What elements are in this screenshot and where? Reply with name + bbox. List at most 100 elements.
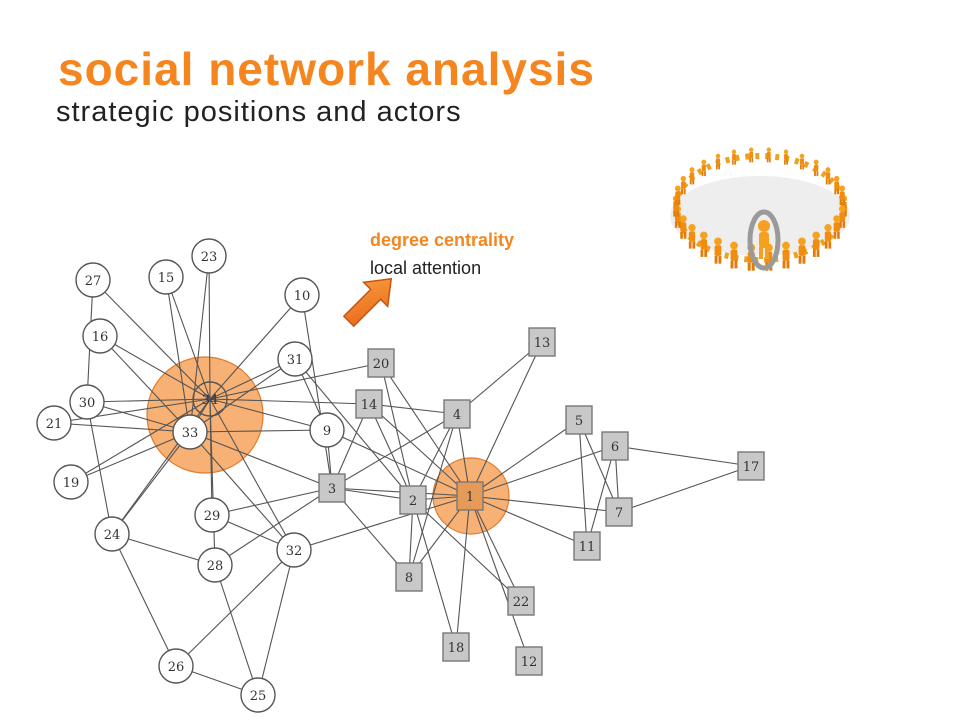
edge-1-20	[380, 362, 471, 497]
node-label-28: 28	[207, 559, 224, 574]
edge-1-32	[293, 495, 471, 551]
node-19: 19	[53, 464, 89, 500]
node-shape-15	[148, 259, 184, 295]
node-label-30: 30	[79, 396, 96, 411]
ring-person-icon	[824, 224, 832, 249]
node-11: 11	[573, 531, 601, 561]
node-shape-33	[172, 414, 208, 450]
node-shape-1	[456, 481, 484, 511]
edge-1-9	[326, 429, 471, 497]
ring-person-icon	[700, 231, 708, 257]
ring-person-icon	[766, 147, 771, 163]
node-label-33: 33	[182, 426, 199, 441]
ring-person-icon	[833, 175, 840, 195]
ring-person-icon	[782, 241, 790, 269]
node-30: 30	[69, 384, 105, 420]
node-16: 16	[82, 318, 118, 354]
ring-person-icon	[714, 237, 722, 264]
node-label-21: 21	[46, 417, 63, 432]
edge-15-33	[165, 276, 191, 433]
edge-4-14	[368, 403, 458, 415]
people-ring-illustration	[670, 147, 850, 271]
node-label-29: 29	[204, 509, 221, 524]
edge-19-33	[70, 431, 191, 483]
edge-3-8	[331, 487, 410, 578]
ring-person-icon	[679, 215, 687, 239]
node-label-27: 27	[85, 274, 102, 289]
node-24: 24	[94, 516, 130, 552]
edge-4-13	[456, 341, 543, 415]
node-29: 29	[194, 497, 230, 533]
node-label-34: 34	[202, 393, 219, 408]
ring-person-icon	[731, 149, 737, 165]
node-shape-34	[192, 381, 228, 417]
node-label-17: 17	[743, 460, 760, 475]
annotation-box: degree centrality local attention	[370, 226, 514, 282]
node-shape-32	[276, 532, 312, 568]
edge-1-7	[469, 495, 620, 513]
node-label-31: 31	[287, 353, 304, 368]
edge-9-33	[189, 429, 328, 433]
edge-32-34	[209, 398, 295, 551]
node-shape-31	[277, 341, 313, 377]
node-shape-8	[395, 562, 423, 592]
ring-person-icon	[783, 149, 789, 165]
ring-person-icon	[812, 231, 820, 257]
node-label-8: 8	[405, 571, 413, 586]
edge-21-34	[53, 398, 211, 424]
node-shape-22	[507, 586, 535, 616]
ring-person-icon	[749, 147, 754, 163]
orange-arrow-icon	[342, 277, 393, 328]
node-1: 1	[456, 481, 484, 511]
edge-3-4	[331, 413, 458, 489]
node-label-12: 12	[521, 655, 538, 670]
node-6: 6	[601, 431, 629, 461]
node-shape-23	[191, 238, 227, 274]
node-7: 7	[605, 497, 633, 527]
edge-30-33	[86, 401, 191, 433]
edge-24-26	[111, 533, 177, 667]
node-13: 13	[528, 327, 556, 357]
ring-person-icon	[838, 205, 846, 228]
node-shape-25	[240, 677, 276, 713]
node-label-15: 15	[158, 271, 175, 286]
node-shape-9	[309, 412, 345, 448]
node-26: 26	[158, 648, 194, 684]
node-shape-17	[737, 451, 765, 481]
node-shape-19	[53, 464, 89, 500]
node-9: 9	[309, 412, 345, 448]
node-shape-27	[75, 262, 111, 298]
node-33: 33	[172, 414, 208, 450]
edge-2-22	[412, 499, 522, 602]
node-label-1: 1	[466, 490, 474, 505]
node-label-14: 14	[361, 398, 378, 413]
edge-1-6	[469, 445, 616, 497]
slide-subtitle: strategic positions and actors	[56, 96, 462, 128]
node-label-26: 26	[168, 660, 185, 675]
node-label-2: 2	[409, 494, 417, 509]
node-label-7: 7	[615, 506, 623, 521]
edge-23-34	[208, 255, 211, 400]
node-label-23: 23	[201, 250, 218, 265]
edge-6-17	[614, 445, 752, 467]
node-shape-7	[605, 497, 633, 527]
edge-2-14	[368, 403, 414, 501]
ring-person-icon	[813, 159, 819, 177]
node-14: 14	[355, 389, 383, 419]
edge-25-32	[257, 549, 295, 696]
node-23: 23	[191, 238, 227, 274]
edge-30-34	[86, 398, 211, 403]
node-10: 10	[284, 277, 320, 313]
node-34: 34	[192, 381, 228, 417]
node-3: 3	[318, 473, 346, 503]
node-shape-11	[573, 531, 601, 561]
node-shape-12	[515, 646, 543, 676]
node-label-19: 19	[63, 476, 80, 491]
node-label-3: 3	[328, 482, 336, 497]
node-label-4: 4	[453, 408, 461, 423]
node-17: 17	[737, 451, 765, 481]
node-8: 8	[395, 562, 423, 592]
edge-24-28	[111, 533, 216, 566]
node-25: 25	[240, 677, 276, 713]
